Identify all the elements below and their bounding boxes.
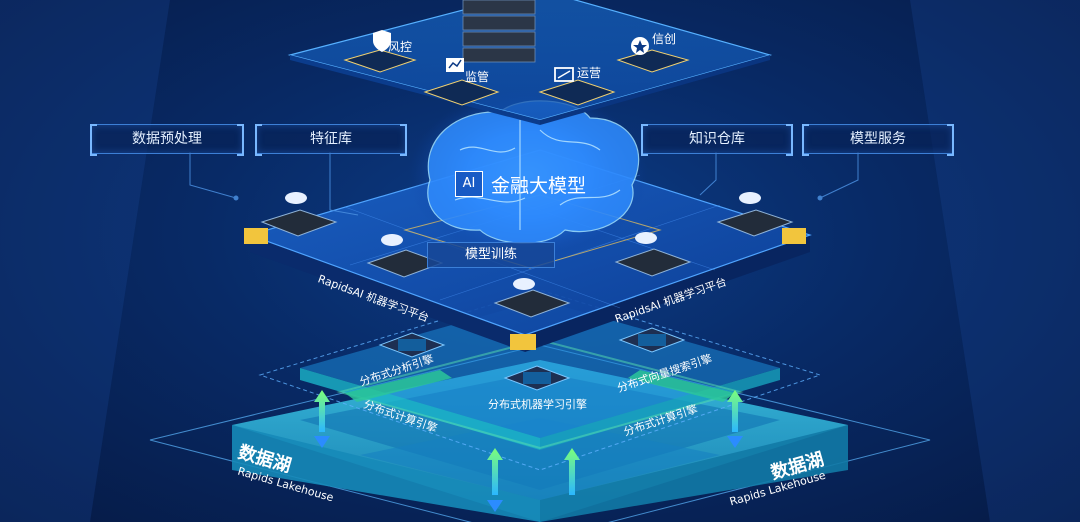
top-chip-xinchuang-label: 信创 [652,32,677,46]
engine-chip-center [503,365,571,391]
callout-label: 知识仓库 [689,131,745,147]
top-chip-monitor-label: 监管 [465,70,490,84]
callout-label: 数据预处理 [132,131,202,147]
model-training-label: 模型训练 [427,242,555,268]
callout-label: 模型服务 [850,131,906,147]
light-beam-left [0,0,170,522]
corner-node-bottom [510,334,536,350]
engine-chip-right [618,327,686,353]
top-chip-ops [538,79,616,106]
callout-knowledge-base: 知识仓库 [641,124,793,156]
top-chip-ops-label: 运营 [577,66,602,80]
callout-connectors [189,152,859,216]
financial-llm-title: 金融大模型 [491,174,587,197]
center-model-label: AI 金融大模型 [455,167,586,201]
callout-feature-store: 特征库 [255,124,407,156]
server-stack [462,0,536,63]
data-flow-arrows [314,390,743,512]
callout-label: 特征库 [310,131,352,147]
ai-badge: AI [455,171,483,197]
corner-node-right [782,228,806,244]
platform-chip [260,209,794,318]
engine-chip-left [378,332,446,358]
corner-node-left [244,228,268,244]
chart-icon [446,58,464,72]
brain-icon [408,90,648,260]
callout-data-preprocessing: 数据预处理 [90,124,244,156]
star-badge-icon [631,37,649,55]
top-chip-monitor [423,79,500,106]
light-beam-right [910,0,1080,522]
engine-label-ml: 分布式机器学习引擎 [488,398,587,411]
shield-icon [373,30,391,52]
top-chip-risk-label: 风控 [388,40,413,54]
callout-model-service: 模型服务 [802,124,954,156]
ai-chip-icon [285,192,761,290]
top-chip-risk [343,49,417,73]
monitor-icon [554,67,574,82]
